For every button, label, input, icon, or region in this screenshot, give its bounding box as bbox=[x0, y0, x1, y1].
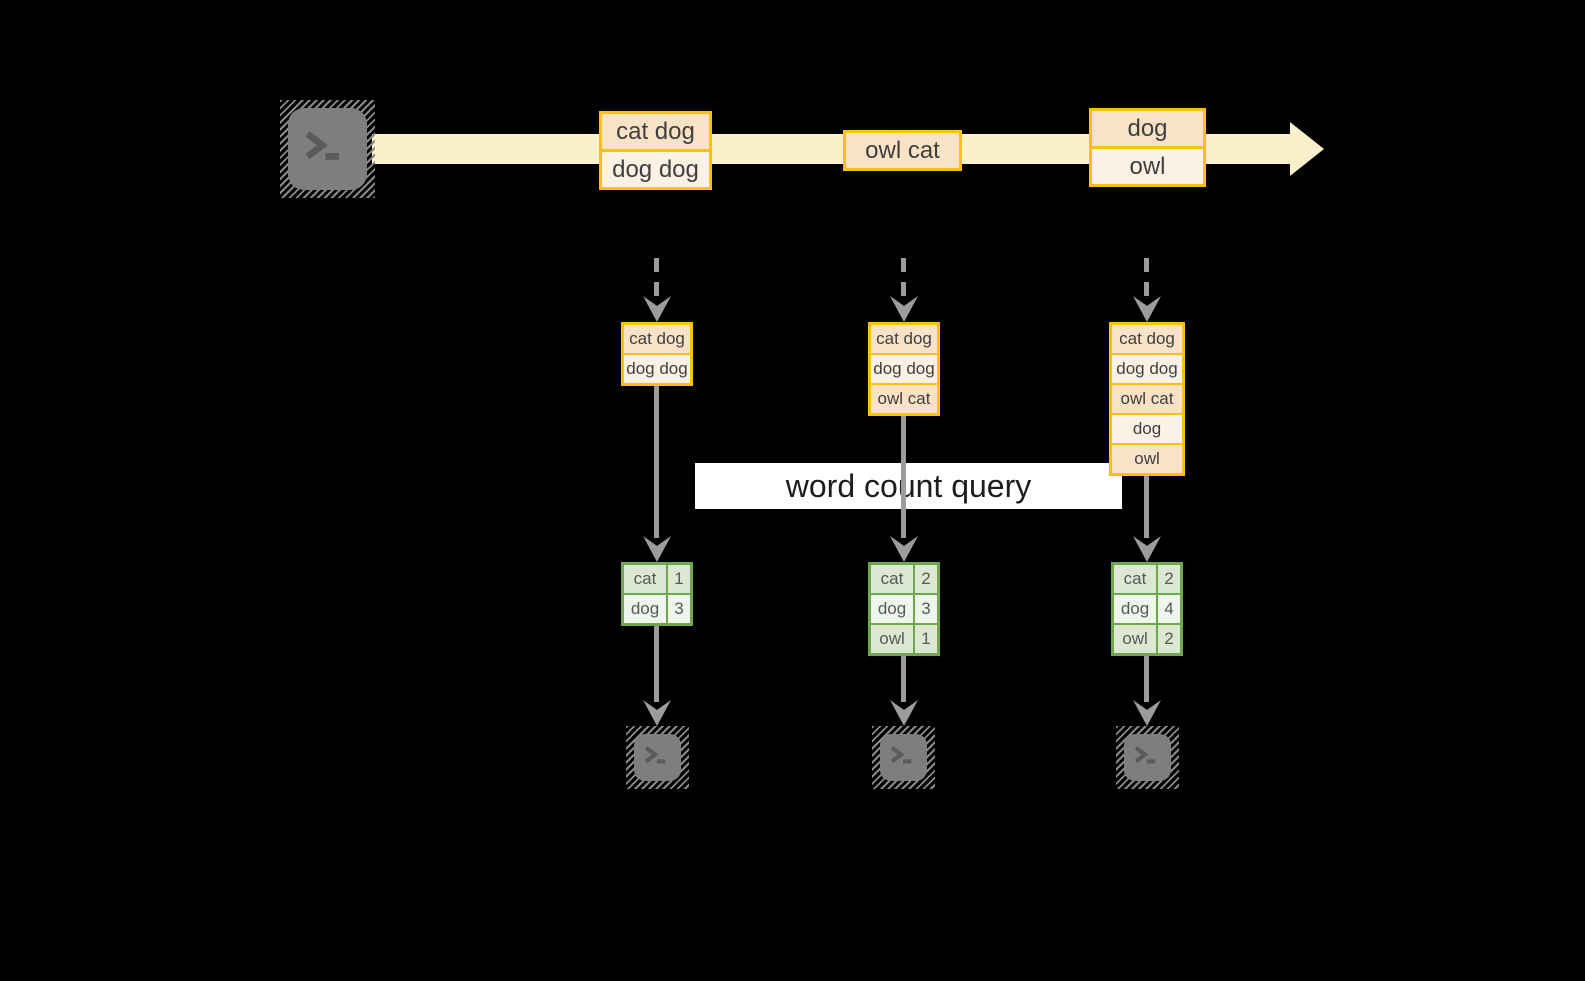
word-cell: owl bbox=[1114, 625, 1156, 653]
dashed-arrow-head bbox=[643, 296, 671, 322]
arrow-head bbox=[643, 536, 671, 562]
batch-row: dog dog bbox=[624, 353, 690, 383]
arrow-head bbox=[1133, 700, 1161, 726]
terminal-prompt-icon bbox=[305, 131, 339, 160]
table-row: cat 2 bbox=[871, 565, 937, 593]
arrow-shaft bbox=[901, 656, 906, 702]
batch-row: owl bbox=[1112, 443, 1182, 473]
dashed-arrow-head bbox=[890, 296, 918, 322]
terminal-icon bbox=[634, 734, 681, 781]
terminal-prompt-icon bbox=[890, 746, 912, 764]
stream-event-row: cat dog bbox=[602, 114, 709, 149]
word-cell: cat bbox=[624, 565, 666, 593]
arrow-shaft bbox=[654, 385, 659, 538]
stream-event-batch-1: cat dog dog dog bbox=[599, 111, 712, 190]
count-cell: 2 bbox=[915, 565, 937, 593]
arrow-shaft bbox=[1144, 475, 1149, 538]
batch-row: cat dog bbox=[1112, 325, 1182, 353]
word-cell: cat bbox=[1114, 565, 1156, 593]
batch-stack-2: cat dog dog dog owl cat bbox=[868, 322, 940, 416]
word-cell: cat bbox=[871, 565, 913, 593]
terminal-icon bbox=[288, 108, 367, 190]
stream-event-row: dog dog bbox=[602, 149, 709, 187]
word-cell: dog bbox=[1114, 595, 1156, 623]
query-label-band: word count query bbox=[695, 463, 1122, 509]
count-cell: 1 bbox=[915, 625, 937, 653]
terminal-sink-icon-1 bbox=[626, 726, 689, 789]
stream-event-batch-3: dog owl bbox=[1089, 108, 1206, 187]
arrow-head bbox=[1133, 536, 1161, 562]
arrow-shaft bbox=[901, 415, 906, 538]
table-row: cat 1 bbox=[624, 565, 690, 593]
terminal-source-icon bbox=[280, 100, 375, 198]
table-row: cat 2 bbox=[1114, 565, 1180, 593]
terminal-sink-icon-2 bbox=[872, 726, 935, 789]
batch-row: dog bbox=[1112, 413, 1182, 443]
batch-row: dog dog bbox=[1112, 353, 1182, 383]
batch-stack-3: cat dog dog dog owl cat dog owl bbox=[1109, 322, 1185, 476]
count-cell: 2 bbox=[1158, 625, 1180, 653]
terminal-icon bbox=[1124, 734, 1171, 781]
word-cell: owl bbox=[871, 625, 913, 653]
stream-event-row: owl cat bbox=[846, 133, 959, 168]
terminal-prompt-icon bbox=[644, 746, 666, 764]
batch-row: owl cat bbox=[1112, 383, 1182, 413]
arrow-head bbox=[890, 536, 918, 562]
dashed-arrow-shaft bbox=[901, 258, 906, 298]
terminal-sink-icon-3 bbox=[1116, 726, 1179, 789]
count-cell: 4 bbox=[1158, 595, 1180, 623]
count-cell: 1 bbox=[668, 565, 690, 593]
table-row: owl 1 bbox=[871, 625, 937, 653]
count-cell: 2 bbox=[1158, 565, 1180, 593]
terminal-prompt-icon bbox=[1134, 746, 1156, 764]
batch-row: dog dog bbox=[871, 353, 937, 383]
word-count-table-3: cat 2 dog 4 owl 2 bbox=[1111, 562, 1183, 656]
batch-row: cat dog bbox=[871, 325, 937, 353]
table-row: owl 2 bbox=[1114, 625, 1180, 653]
arrow-head bbox=[643, 700, 671, 726]
batch-row: owl cat bbox=[871, 383, 937, 413]
dashed-arrow-shaft bbox=[1144, 258, 1149, 298]
table-row: dog 4 bbox=[1114, 595, 1180, 623]
table-row: dog 3 bbox=[624, 595, 690, 623]
stream-arrow-head bbox=[1290, 122, 1324, 176]
word-cell: dog bbox=[871, 595, 913, 623]
dashed-arrow-shaft bbox=[654, 258, 659, 298]
arrow-shaft bbox=[1144, 656, 1149, 702]
terminal-icon bbox=[880, 734, 927, 781]
batch-stack-1: cat dog dog dog bbox=[621, 322, 693, 386]
query-label: word count query bbox=[785, 468, 1032, 504]
word-count-table-2: cat 2 dog 3 owl 1 bbox=[868, 562, 940, 656]
word-count-table-1: cat 1 dog 3 bbox=[621, 562, 693, 626]
arrow-head bbox=[890, 700, 918, 726]
word-cell: dog bbox=[624, 595, 666, 623]
stream-event-batch-2: owl cat bbox=[843, 130, 962, 171]
arrow-shaft bbox=[654, 626, 659, 702]
count-cell: 3 bbox=[668, 595, 690, 623]
table-row: dog 3 bbox=[871, 595, 937, 623]
stream-event-row: dog bbox=[1092, 111, 1203, 146]
stream-event-row: owl bbox=[1092, 146, 1203, 184]
count-cell: 3 bbox=[915, 595, 937, 623]
batch-row: cat dog bbox=[624, 325, 690, 353]
dashed-arrow-head bbox=[1133, 296, 1161, 322]
